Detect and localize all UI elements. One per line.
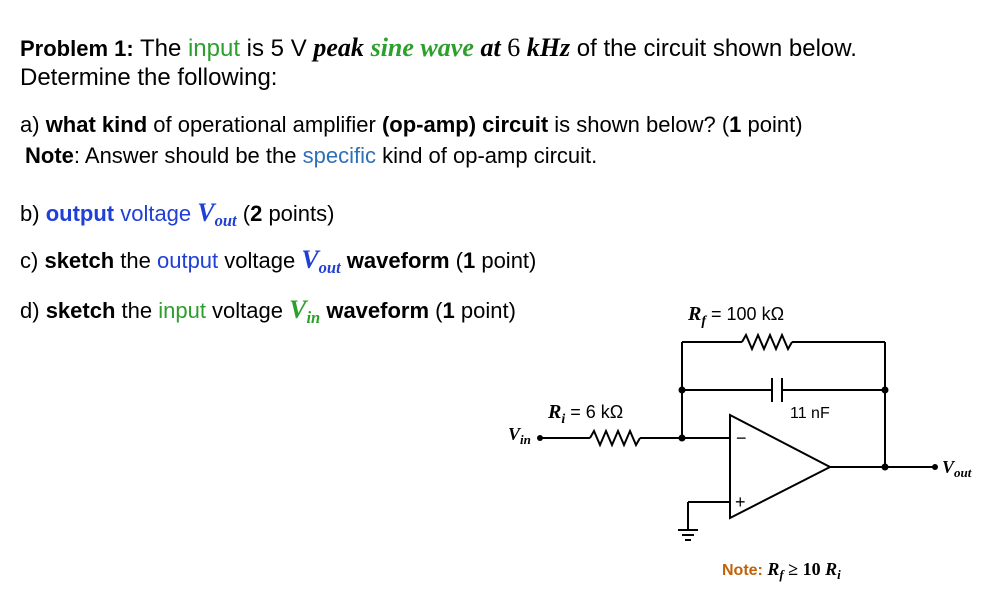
question-text: ( — [236, 201, 251, 226]
points-value: 1 — [462, 248, 476, 273]
inverting-sign: − — [736, 428, 747, 448]
question-a: a) what kind of operational amplifier (o… — [20, 112, 803, 138]
vout-symbol: V — [301, 245, 319, 274]
junction-dot — [881, 386, 889, 394]
problem-text: of the circuit shown below. — [570, 35, 857, 62]
vin-subscript: in — [306, 307, 321, 327]
question-text: of operational amplifier — [147, 112, 382, 137]
sketch-word: sketch — [45, 298, 116, 323]
input-word: input — [158, 298, 206, 323]
question-text: voltage — [218, 248, 302, 273]
opamp-circuit-diagram: Rf = 100 kΩ Ri = 6 kΩ 11 nF Vin Vout − +… — [508, 303, 972, 582]
question-prefix: a) — [20, 112, 46, 137]
sine-wave-word: sine wave — [370, 33, 474, 62]
specific-word: specific — [302, 143, 376, 168]
freq-unit: kHz — [526, 33, 571, 62]
rf-label: Rf = 100 kΩ — [687, 303, 784, 329]
junction-dot — [678, 386, 686, 394]
question-text: point) — [741, 112, 803, 137]
question-text: points) — [262, 201, 335, 226]
vout-subscript: out — [214, 210, 237, 230]
question-c: c) sketch the output voltage Vout wavefo… — [20, 245, 536, 278]
question-prefix: d) — [20, 298, 46, 323]
points-value: 2 — [250, 201, 263, 226]
vin-terminal — [537, 435, 543, 441]
note-text: : Answer should be the — [73, 143, 303, 168]
question-prefix: b) — [20, 201, 46, 226]
problem-line-1: Problem 1: The input is 5 V peak sine wa… — [20, 33, 857, 63]
note-text: kind of op-amp circuit. — [375, 143, 598, 168]
problem-text: The — [133, 35, 188, 62]
question-text: ( — [449, 248, 463, 273]
question-text: ( — [429, 298, 443, 323]
opamp-triangle — [729, 413, 833, 520]
vout-terminal — [932, 464, 938, 470]
circuit-note: Note: Rf ≥ 10 Ri — [722, 559, 841, 582]
junction-dot — [881, 463, 889, 471]
junction-dot — [678, 434, 686, 442]
vout-label: Vout — [942, 457, 972, 480]
question-b: b) output voltage Vout (2 points) — [20, 198, 334, 231]
question-prefix: c) — [20, 248, 45, 273]
output-word: output — [156, 248, 219, 273]
ri-label: Ri = 6 kΩ — [547, 401, 623, 427]
vout-symbol: V — [197, 198, 215, 227]
question-text: voltage — [205, 298, 290, 323]
vout-subscript: out — [318, 257, 341, 277]
question-text: is shown below? ( — [548, 112, 730, 137]
problem-line-2: Determine the following: — [20, 64, 278, 91]
problem-label: Problem 1: — [20, 36, 134, 61]
note-label: Note — [25, 143, 74, 168]
rf-resistor — [741, 332, 793, 352]
at-word: at — [480, 33, 501, 62]
cap-label: 11 nF — [790, 405, 830, 422]
bold-phrase: (op-amp) circuit — [381, 112, 549, 137]
problem-text: is 5 V — [240, 35, 314, 62]
question-a-note: Note: Answer should be the specific kind… — [25, 143, 597, 169]
question-text: the — [115, 298, 159, 323]
vin-symbol: V — [289, 295, 307, 324]
waveform-word: waveform — [320, 298, 430, 323]
freq-value: 6 — [500, 33, 527, 62]
bold-phrase: what kind — [45, 112, 148, 137]
question-text: point) — [454, 298, 516, 323]
question-text: the — [114, 248, 157, 273]
vin-label: Vin — [508, 424, 531, 447]
ri-resistor — [589, 428, 641, 448]
points-value: 1 — [729, 112, 742, 137]
question-text: point) — [475, 248, 537, 273]
input-word: input — [187, 35, 241, 62]
voltage-word: voltage — [114, 201, 198, 226]
sketch-word: sketch — [44, 248, 115, 273]
peak-word: peak — [313, 33, 364, 62]
noninverting-sign: + — [735, 492, 746, 512]
points-value: 1 — [442, 298, 455, 323]
question-d: d) sketch the input voltage Vin waveform… — [20, 295, 516, 328]
waveform-word: waveform — [340, 248, 450, 273]
output-word: output — [45, 201, 115, 226]
